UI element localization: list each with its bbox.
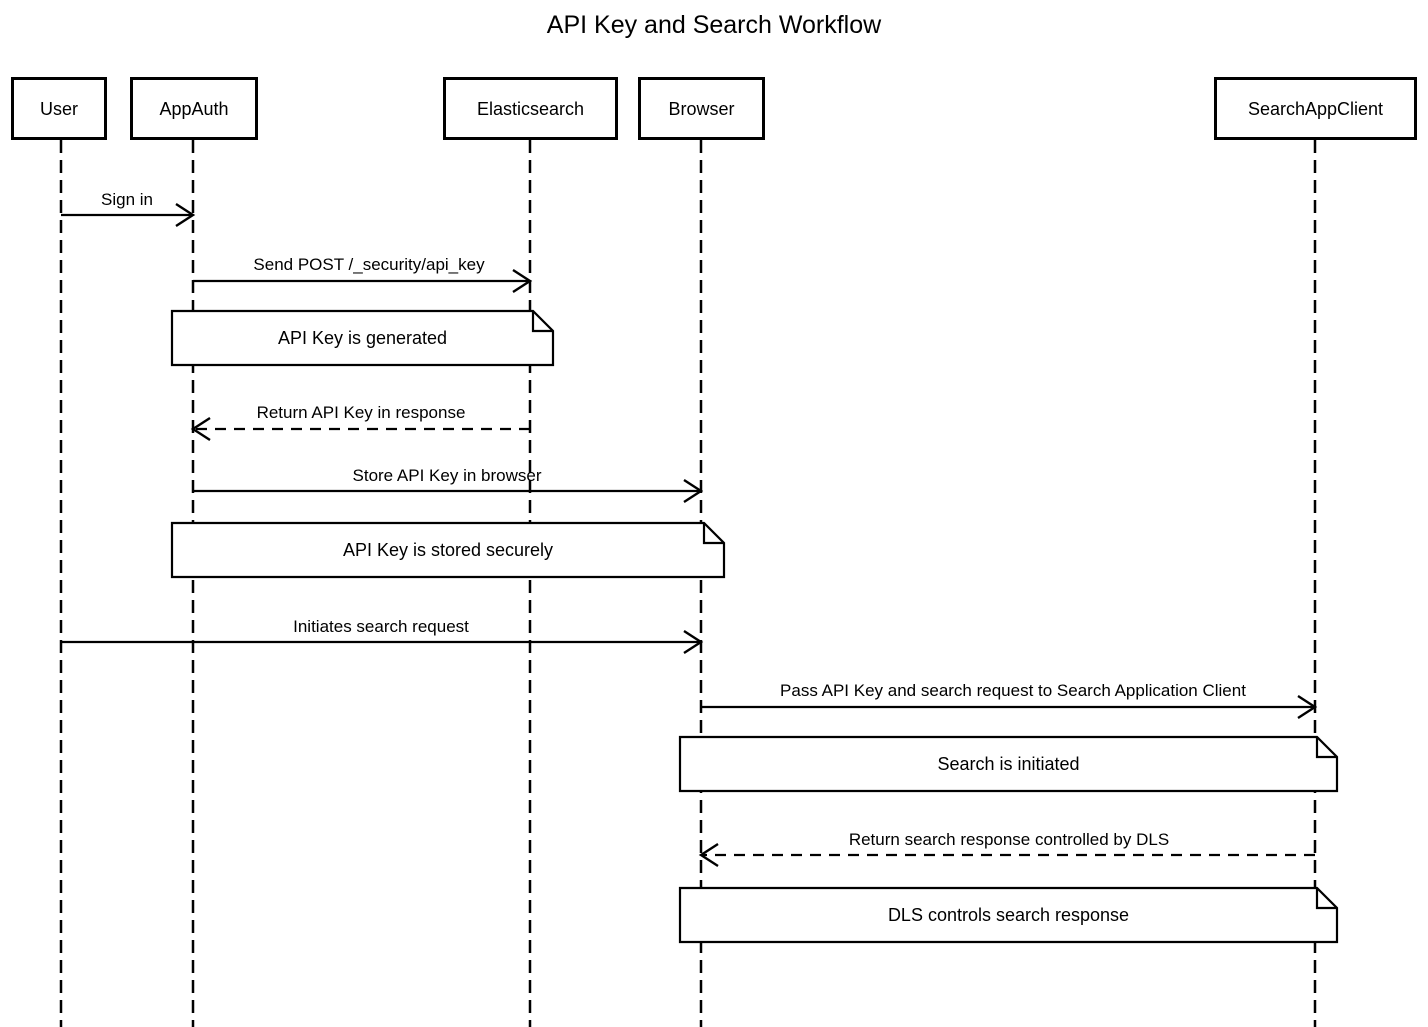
participant-label: Elasticsearch (476, 98, 585, 119)
note-box-n3 (678, 735, 1339, 793)
note-fold-n3 (1315, 737, 1337, 759)
message-m3 (190, 416, 530, 442)
message-arrowhead-m1 (175, 202, 196, 228)
participant-user[interactable]: User (11, 77, 107, 140)
participant-elastic[interactable]: Elasticsearch (443, 77, 618, 140)
participant-label: Browser (668, 98, 735, 119)
note-box-n4 (678, 886, 1339, 944)
message-arrowhead-m4 (683, 478, 704, 504)
participant-client[interactable]: SearchAppClient (1214, 77, 1417, 140)
page-title: API Key and Search Workflow (546, 11, 882, 39)
message-text: Pass API Key and search request to Searc… (780, 681, 1246, 700)
message-m1 (61, 202, 196, 228)
message-m5 (61, 629, 704, 655)
participant-label: AppAuth (159, 98, 229, 119)
message-text: Store API Key in browser (352, 466, 542, 485)
note-fold-n1 (531, 311, 553, 333)
message-arrowhead-m5 (683, 629, 704, 655)
message-m2 (193, 268, 533, 294)
note-box-n1 (170, 309, 555, 367)
message-arrowhead-m7 (698, 842, 719, 868)
message-m6 (701, 694, 1318, 720)
note-fold-n2 (702, 523, 724, 545)
participant-label: User (39, 98, 78, 119)
message-text: Return API Key in response (256, 403, 466, 422)
message-arrowhead-m3 (190, 416, 211, 442)
message-text: Initiates search request (293, 617, 469, 636)
participant-browser[interactable]: Browser (638, 77, 765, 140)
message-arrowhead-m2 (512, 268, 533, 294)
participant-appauth[interactable]: AppAuth (130, 77, 258, 140)
note-box-n2 (170, 521, 726, 579)
message-m7 (698, 842, 1315, 868)
note-fold-n4 (1315, 888, 1337, 910)
message-text: Return search response controlled by DLS (848, 830, 1170, 849)
message-text: Sign in (101, 190, 153, 209)
message-arrowhead-m6 (1297, 694, 1318, 720)
participant-label: SearchAppClient (1247, 98, 1384, 119)
message-text: Send POST /_security/api_key (253, 255, 485, 274)
message-m4 (193, 478, 704, 504)
